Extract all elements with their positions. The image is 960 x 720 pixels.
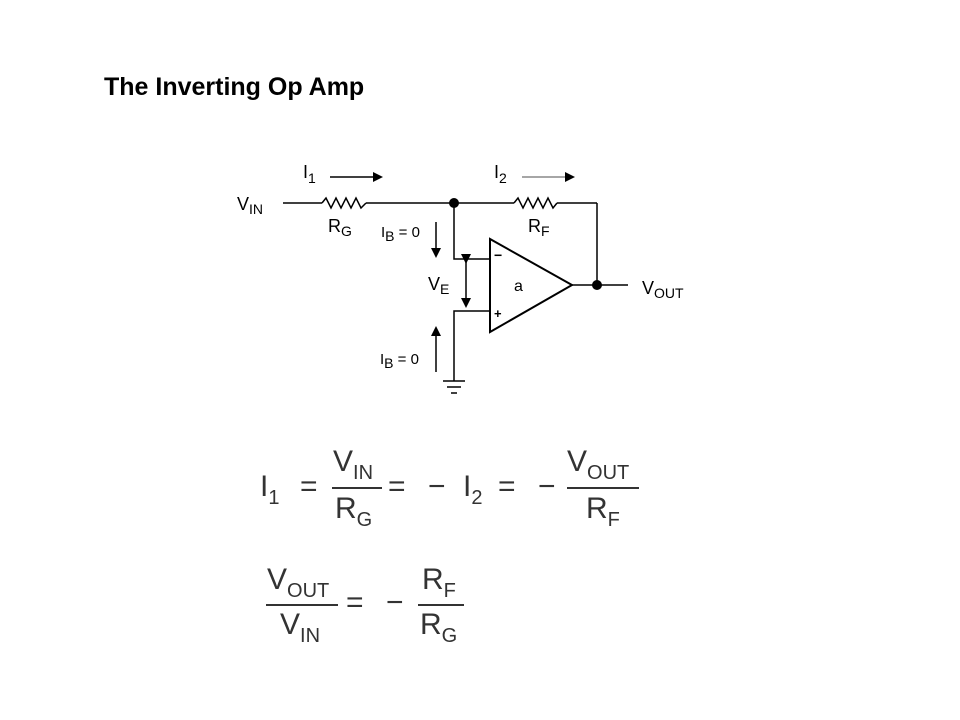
vout-label: VOUT <box>642 278 684 301</box>
eq1-num1: VIN <box>333 445 374 484</box>
eq1-num2: VOUT <box>567 445 630 484</box>
eq2-equals: = <box>346 586 364 619</box>
ground-icon <box>443 380 465 394</box>
eq2-num2: RF <box>422 563 456 602</box>
rg-resistor <box>321 196 367 210</box>
eq1-fraction-bar-2 <box>567 487 639 489</box>
noninverting-input-sign: + <box>494 306 502 321</box>
eq1-equals-1: = <box>300 470 318 503</box>
ib-bottom-label: IB = 0 <box>380 351 419 371</box>
op-amp-gain-label: a <box>514 278 523 295</box>
eq1-mid: I2 <box>463 470 483 509</box>
eq2-negative: − <box>386 586 404 619</box>
inverting-input-sign: − <box>494 247 502 263</box>
eq2-den2: RG <box>420 608 458 647</box>
vin-label: VIN <box>237 194 263 217</box>
eq2-fraction-bar-1 <box>266 604 338 606</box>
i2-label: I2 <box>494 162 507 186</box>
ib-top-label: IB = 0 <box>381 224 420 244</box>
ve-label: VE <box>428 274 449 297</box>
inverting-input-wire <box>453 203 490 260</box>
rf-resistor <box>513 196 558 210</box>
eq1-den2: RF <box>586 492 620 531</box>
eq2-num1: VOUT <box>267 563 330 602</box>
eq2-den1: VIN <box>280 608 321 647</box>
eq1-lhs: I1 <box>260 470 280 509</box>
eq1-negative-2: − <box>538 470 556 503</box>
eq2-fraction-bar-2 <box>418 604 464 606</box>
eq1-negative-1: − <box>428 470 446 503</box>
rg-label: RG <box>328 216 352 239</box>
eq1-equals-2: = <box>388 470 406 503</box>
noninverting-input-wire <box>453 310 490 381</box>
eq1-den1: RG <box>335 492 373 531</box>
eq1-fraction-bar-1 <box>332 487 382 489</box>
page-title: The Inverting Op Amp <box>104 73 365 101</box>
rf-label: RF <box>528 216 550 239</box>
output-node-dot <box>592 280 602 290</box>
eq1-equals-3: = <box>498 470 516 503</box>
i1-label: I1 <box>303 162 316 186</box>
op-amp-triangle <box>489 237 575 334</box>
